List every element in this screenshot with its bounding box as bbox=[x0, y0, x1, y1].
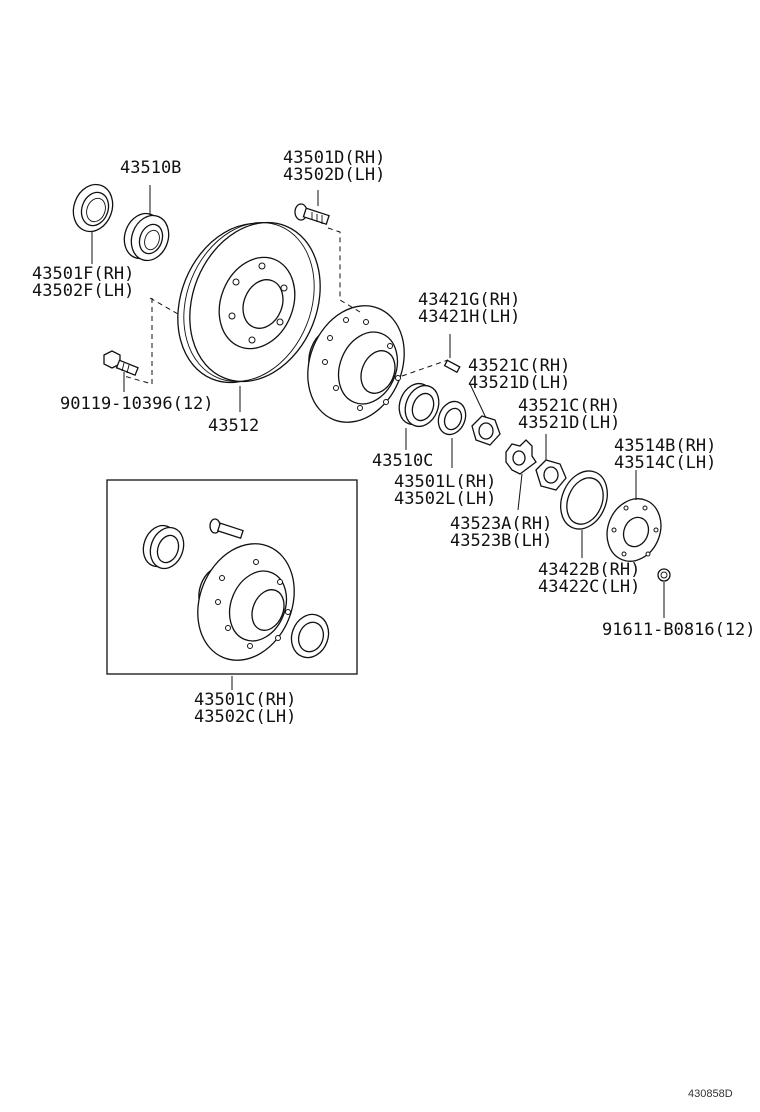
cover-bolt bbox=[657, 568, 671, 582]
lock-nut-outer bbox=[535, 459, 567, 491]
gasket bbox=[560, 470, 608, 530]
bearing-outer bbox=[123, 212, 170, 262]
label-hub-cover: 43514B(RH) 43514C(LH) bbox=[614, 436, 717, 473]
assembly-dashed-lines bbox=[123, 227, 449, 385]
label-gasket: 43422B(RH) 43422C(LH) bbox=[538, 560, 641, 597]
hub-cover bbox=[606, 498, 662, 562]
disc-bolt bbox=[103, 350, 139, 377]
label-bearing-inner: 43510C bbox=[372, 451, 434, 471]
label-lock-washer: 43523A(RH) 43523B(LH) bbox=[450, 514, 553, 551]
lock-washer bbox=[505, 439, 537, 475]
label-hub-stud-pin: 43421G(RH) 43421H(LH) bbox=[418, 290, 521, 327]
brake-disc bbox=[177, 221, 321, 384]
label-hub-assembly: 43501C(RH) 43502C(LH) bbox=[194, 690, 297, 727]
hub-body bbox=[307, 305, 405, 423]
label-lock-nut-inner: 43521C(RH) 43521D(LH) bbox=[468, 356, 571, 393]
hub-stud-pin bbox=[443, 359, 461, 374]
label-oil-seal-outer: 43501F(RH) 43502F(LH) bbox=[32, 264, 135, 301]
bearing-inner bbox=[398, 382, 440, 428]
label-hub-bolt: 43501D(RH) 43502D(LH) bbox=[283, 148, 386, 185]
label-bearing-outer: 43510B bbox=[120, 158, 182, 178]
label-brake-disc: 43512 bbox=[208, 416, 260, 436]
label-disc-bolt: 90119-10396(12) bbox=[60, 394, 214, 414]
label-lock-nut-outer: 43521C(RH) 43521D(LH) bbox=[518, 396, 621, 433]
label-thrust-washer: 43501L(RH) 43502L(LH) bbox=[394, 472, 497, 509]
label-cover-bolt: 91611-B0816(12) bbox=[602, 620, 756, 640]
lock-nut-inner bbox=[471, 415, 501, 446]
thrust-washer bbox=[437, 400, 467, 436]
diagram-reference-code: 430858D bbox=[688, 1088, 733, 1100]
oil-seal-outer bbox=[72, 183, 114, 233]
leader-lines bbox=[91, 185, 665, 690]
hub-bolt bbox=[294, 203, 330, 225]
hub-assembly-box bbox=[106, 479, 358, 675]
